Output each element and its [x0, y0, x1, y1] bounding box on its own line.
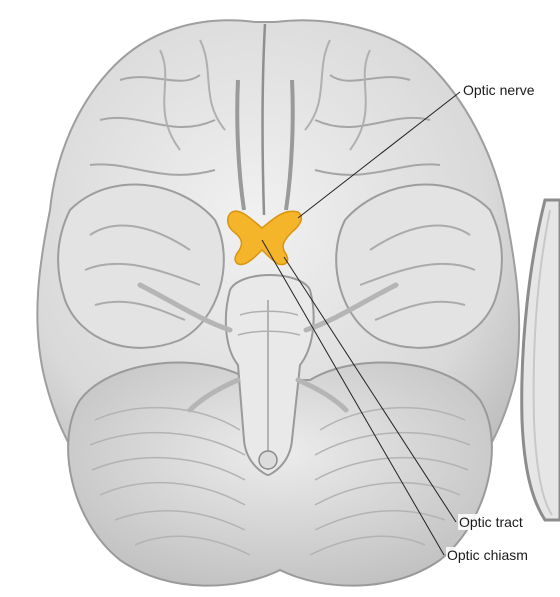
adjacent-section-panel [522, 200, 560, 520]
label-optic-nerve: Optic nerve [462, 82, 536, 98]
label-optic-chiasm: Optic chiasm [446, 547, 529, 563]
spinal-cord-cross-section [259, 451, 277, 469]
temporal-lobe-left [58, 185, 224, 348]
label-optic-tract: Optic tract [458, 514, 524, 530]
temporal-lobe-right [336, 185, 502, 348]
